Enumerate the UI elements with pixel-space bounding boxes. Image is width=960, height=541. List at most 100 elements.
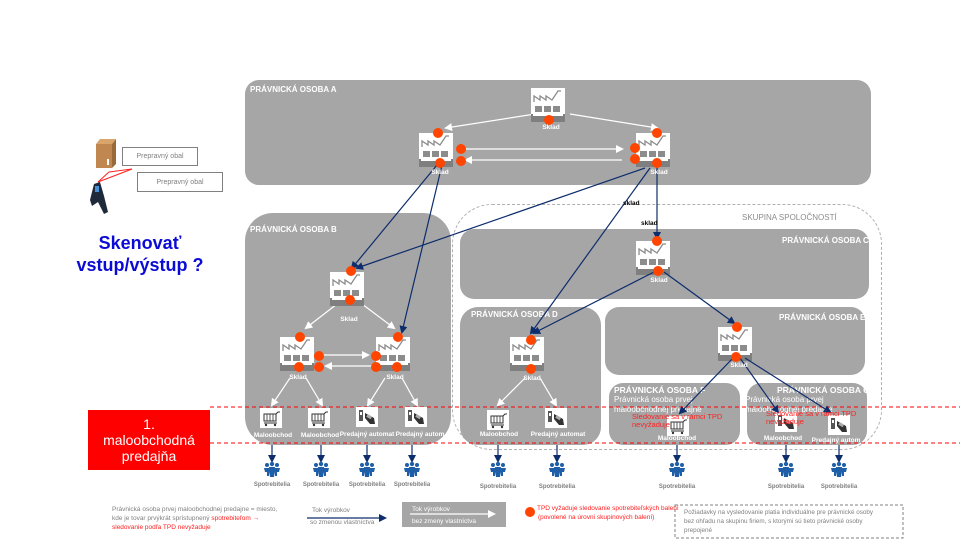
tpd-dot [295, 332, 305, 342]
legend-tpd-dot-2: (povolené na úrovni skupinových balení) [538, 514, 655, 521]
warehouse-label: Sklad [340, 316, 358, 323]
consumers-label: Spotrebitelia [253, 482, 291, 488]
entity-f-red-note-2: nevyžaduje [632, 420, 670, 429]
vending-machine-icon [828, 415, 850, 435]
consumers-label: Spotrebitelia [348, 482, 386, 488]
legend-highlight-consumers: spotrebiteľom [211, 515, 251, 522]
consumers-icon [359, 461, 375, 477]
legend-first-retail-line-2: kde je tovar prvýkrát sprístupnený spotr… [112, 515, 260, 522]
flow-arrow-navy [350, 164, 438, 270]
flow-arrow-white [401, 377, 418, 407]
flow-arrow-white [366, 377, 386, 407]
entity-f-title: PRÁVNICKÁ OSOBA F [614, 385, 706, 395]
entity-c-title: PRÁVNICKÁ OSOBA C [782, 236, 869, 245]
flow-arrow-white [361, 303, 396, 330]
retail-cart-icon [259, 407, 283, 429]
consumers-icon [313, 461, 329, 477]
box-icon [96, 139, 116, 168]
legend-requirements-line-1: Požiadavky na vysledovanie platia indivi… [684, 509, 874, 516]
warehouse-label: Sklad [523, 375, 541, 382]
scan-line [108, 168, 133, 173]
consumers-label: Spotrebitelia [658, 484, 696, 490]
tpd-dot [731, 352, 741, 362]
legend-first-retail-line-3: sledovanie podľa TPD nevyžaduje [112, 524, 211, 531]
warehouse-label: Sklad [431, 169, 449, 176]
first-retail-box-text: 1. maloobchodná predajňa [103, 416, 195, 464]
flow-arrow-white [305, 377, 324, 407]
entity-f-subtitle-2: maloobchodnej predajne [614, 405, 702, 414]
warehouse-label: Sklad [730, 362, 748, 369]
vending-machine-icon [405, 407, 427, 427]
flow-arrow-navy [532, 271, 655, 334]
entity-e-title: PRÁVNICKÁ OSOBA E [779, 313, 866, 322]
warehouse-label: Sklad [289, 374, 307, 381]
tpd-dot [652, 236, 662, 246]
vending-label: Predajný automat [530, 431, 586, 438]
entity-b-title: PRÁVNICKÁ OSOBA B [250, 225, 337, 234]
tpd-dot [314, 362, 324, 372]
tpd-dot [392, 362, 402, 372]
warehouse-label: Sklad [542, 124, 560, 131]
flow-arrow-white [569, 113, 659, 131]
flow-arrow-white [496, 377, 526, 407]
tpd-dot [371, 351, 381, 361]
legend-first-retail-line-1: Právnická osoba prvej maloobchodnej pred… [112, 506, 278, 513]
legend-first-retail-text: Právnická osoba prvej maloobchodnej pred… [112, 505, 277, 532]
tpd-dot [456, 144, 466, 154]
tpd-dot [433, 128, 443, 138]
scan-line [97, 171, 110, 183]
barcode-scanner-icon [90, 182, 108, 214]
tpd-dot [653, 266, 663, 276]
flow-arrow-navy [739, 357, 780, 414]
legend-arrow-glyph: → [250, 515, 260, 522]
retail-label: Maloobchod [657, 435, 697, 442]
tpd-dot [393, 332, 403, 342]
flow-arrow-white [304, 303, 338, 330]
scan-line [97, 168, 133, 183]
tpd-dot [544, 115, 554, 125]
warehouse-label: Sklad [650, 169, 668, 176]
scan-question: Skenovať vstup/výstup ? [76, 233, 204, 275]
warehouse-transit-label: sklad [641, 220, 658, 227]
consumers-label: Spotrebitelia [820, 484, 858, 490]
retail-label: Maloobchod [763, 435, 803, 442]
retail-label: Maloobchod [300, 432, 340, 439]
tpd-dot [732, 322, 742, 332]
consumers-icon [549, 461, 565, 477]
warehouse-label: Sklad [386, 374, 404, 381]
legend-flow-ownership-2: so zmenou vlastníctva [310, 519, 375, 526]
tpd-dot [652, 128, 662, 138]
tpd-dots [294, 115, 742, 374]
vending-label: Predajný autom [811, 437, 861, 444]
entity-a-title: PRÁVNICKÁ OSOBA A [250, 85, 337, 94]
legend-flow-no-ownership-1: Tok výrobkov [412, 506, 450, 513]
tpd-dot [526, 364, 536, 374]
warehouse-icon [635, 240, 671, 276]
tpd-dot [652, 158, 662, 168]
tpd-dot [526, 335, 536, 345]
vending-machine-icon [356, 407, 378, 427]
consumers-icon [778, 461, 794, 477]
consumers-icon [264, 461, 280, 477]
company-group-container [452, 204, 882, 450]
tpd-dot [346, 266, 356, 276]
consumers-label: Spotrebitelia [538, 484, 576, 490]
legend-flow-ownership-1: Tok výrobkov [312, 507, 350, 514]
company-group-label: SKUPINA SPOLOČNOSTÍ [742, 213, 837, 222]
legend-tpd-dot-1: TPD vyžaduje sledovanie spotrebiteľských… [537, 505, 679, 512]
vending-label: Predajný automat [339, 431, 395, 438]
consumers-icon [490, 461, 506, 477]
transport-package-note-1: Prepravný obal [122, 147, 198, 166]
tpd-dot [371, 362, 381, 372]
vending-label: Predajný autom [395, 431, 445, 438]
entity-g-subtitle-1: Právnická osoba prvej [745, 395, 824, 404]
retail-label: Maloobchod [253, 432, 293, 439]
consumers-label: Spotrebitelia [479, 484, 517, 490]
consumers-icon [404, 461, 420, 477]
flow-arrow-navy [663, 271, 736, 325]
first-retail-box: 1. maloobchodná predajňa [88, 410, 210, 470]
entity-g-red-note-2: nevyžaduje [766, 417, 804, 426]
retail-label: Maloobchod [479, 431, 519, 438]
entity-g-title: PRÁVNICKÁ OSOBA G [777, 385, 870, 395]
